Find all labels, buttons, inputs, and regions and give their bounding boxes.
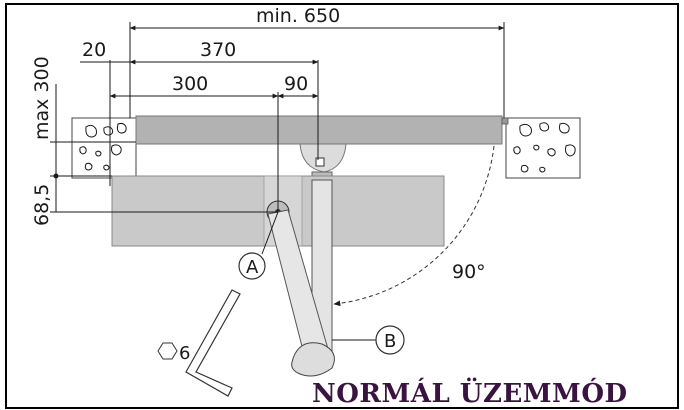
dim-650-label: min. 650 — [256, 5, 340, 27]
callout-a-leader — [261, 211, 279, 255]
mode-title: NORMÁL ÜZEMMÓD — [312, 377, 628, 409]
dim-68-5-label: 68,5 — [31, 184, 53, 226]
dim-dot — [53, 173, 59, 179]
callout-a-circle — [238, 252, 266, 280]
callout-b-label: B — [384, 331, 396, 352]
hex-icon — [157, 342, 178, 360]
allen-key — [185, 289, 241, 397]
angle-label: 90° — [452, 261, 486, 283]
dim-20-label: 20 — [82, 39, 106, 61]
door-frame — [135, 115, 503, 145]
right-wall — [505, 117, 581, 179]
bracket-screw — [315, 157, 325, 167]
arm-roller — [291, 342, 335, 377]
dim-300-label: 300 — [172, 73, 208, 95]
dim-370-label: 370 — [200, 39, 236, 61]
hex-size-label: 6 — [179, 343, 190, 364]
swing-arc — [333, 145, 495, 307]
dim-max300-label: max 300 — [31, 56, 53, 140]
outer-border — [5, 3, 679, 409]
callout-a-label: A — [246, 257, 259, 278]
frame-end-cap — [501, 117, 509, 125]
left-wall — [71, 117, 137, 179]
callout-b-circle — [375, 325, 405, 355]
dim-90-label: 90 — [284, 73, 308, 95]
